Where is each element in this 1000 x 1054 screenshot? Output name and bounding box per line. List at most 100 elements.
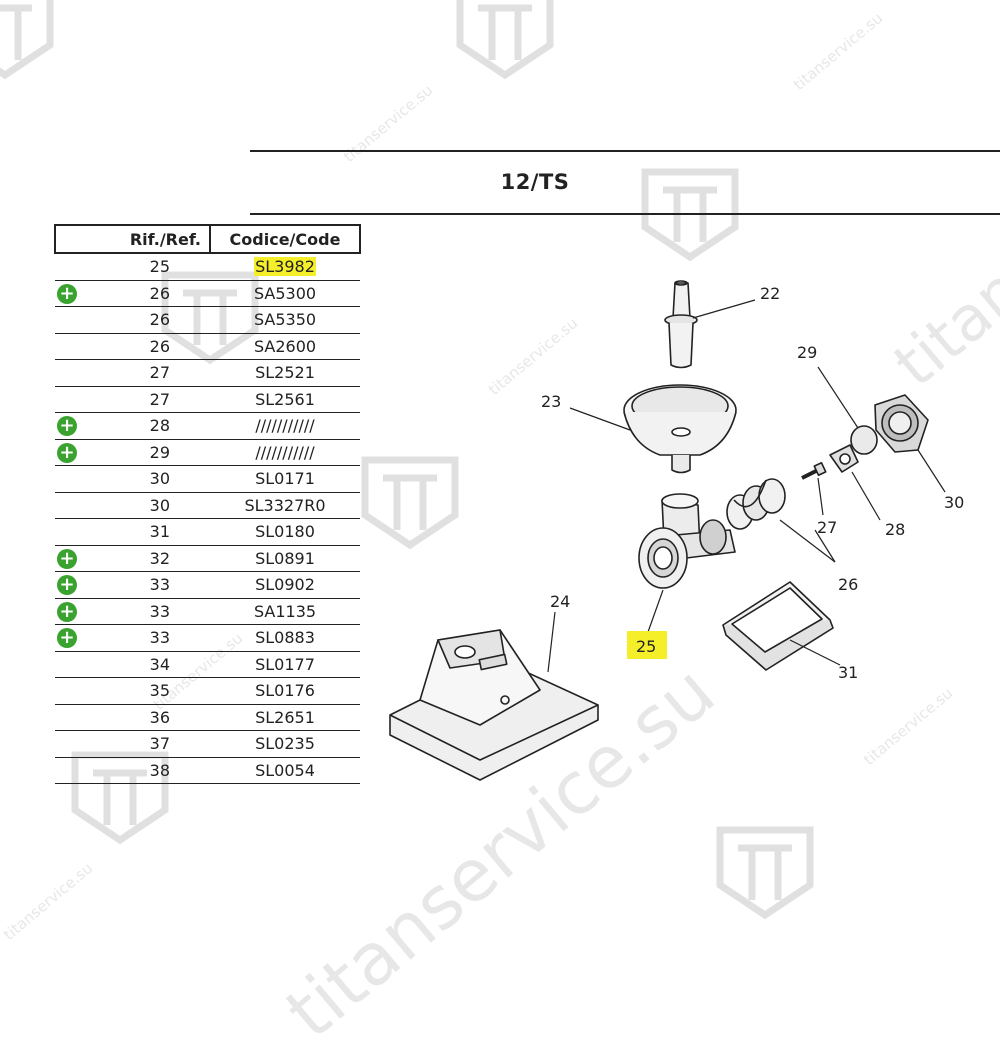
plus-circle-icon: +	[57, 416, 77, 436]
ref-value: 38	[149, 760, 170, 780]
table-row: +29 ///////////	[55, 439, 360, 466]
ref-value: 37	[149, 734, 170, 754]
part-grinder-body	[638, 493, 736, 589]
table-row: +33 SL0883	[55, 624, 360, 652]
callout-28: 28	[885, 520, 905, 539]
callout-26: 26	[838, 575, 858, 594]
part-base	[389, 629, 599, 781]
ref-cell: +33	[55, 624, 210, 652]
callout-24: 24	[550, 592, 570, 611]
code-cell: SL0883	[210, 624, 360, 652]
ref-cell: 26	[55, 306, 210, 334]
header-top-rule	[250, 150, 1000, 152]
ref-value: 31	[149, 522, 170, 542]
code-value: SA2600	[253, 336, 317, 356]
part-drip-tray	[722, 581, 834, 671]
plus-circle-icon: +	[57, 548, 77, 569]
table-row: 34 SL0177	[55, 651, 360, 678]
ref-cell: 30	[55, 492, 210, 519]
column-header-code: Codice/Code	[209, 224, 361, 254]
ref-cell: 36	[55, 704, 210, 731]
ref-value: 34	[149, 654, 170, 674]
code-value: SL0891	[255, 548, 315, 568]
callout-22: 22	[760, 284, 780, 303]
ref-value: 30	[149, 469, 170, 489]
header-bottom-rule	[250, 213, 1000, 215]
code-value: SL0883	[255, 628, 315, 648]
code-value: SA5300	[253, 283, 317, 303]
code-cell: SL3327R0	[210, 492, 360, 519]
ref-cell: 31	[55, 518, 210, 546]
ref-value: 30	[149, 495, 170, 515]
column-header-ref: Rif./Ref.	[54, 224, 211, 254]
code-value: SL0902	[255, 575, 315, 595]
code-value: SL2651	[255, 707, 315, 727]
ref-cell: 38	[55, 757, 210, 784]
code-cell: SL3982	[210, 253, 360, 281]
code-value: SL0176	[255, 681, 315, 701]
part-ring-nut	[874, 394, 929, 453]
ref-cell: +28	[55, 412, 210, 440]
plus-circle-icon: +	[57, 575, 77, 595]
code-value: SL2521	[255, 363, 315, 383]
part-pin	[801, 461, 827, 480]
code-cell: SL0176	[210, 677, 360, 705]
ref-cell: +33	[55, 598, 210, 625]
ref-value: 35	[149, 681, 170, 701]
callout-25-highlight	[627, 631, 667, 659]
table-row: 35 SL0176	[55, 677, 360, 705]
code-cell: SL0054	[210, 757, 360, 784]
code-cell: SA5300	[210, 280, 360, 307]
plus-circle-icon: +	[57, 628, 77, 648]
table-row: 31 SL0180	[55, 518, 360, 546]
callout-30: 30	[944, 493, 964, 512]
ref-value: 33	[149, 628, 170, 648]
ref-cell: 27	[55, 386, 210, 413]
ref-value: 27	[149, 363, 170, 383]
code-value: SL3982	[254, 257, 316, 277]
table-row: 38 SL0054	[55, 757, 360, 784]
table-header-row: Rif./Ref. Codice/Code	[54, 224, 361, 254]
ref-cell: 26	[55, 333, 210, 360]
ref-value: 29	[149, 442, 170, 462]
callout-25: 25	[636, 637, 656, 656]
code-cell: SL2561	[210, 386, 360, 413]
leader-lines	[547, 299, 946, 673]
code-cell: ///////////	[210, 439, 360, 466]
plus-circle-icon: +	[57, 283, 77, 304]
page-title: 12/TS	[500, 170, 570, 194]
code-value: SL0235	[255, 734, 315, 754]
code-cell: SA1135	[210, 598, 360, 625]
ref-cell: 37	[55, 730, 210, 758]
code-cell: SL2651	[210, 704, 360, 731]
table-row: 27 SL2521	[55, 359, 360, 387]
code-value: SL0180	[255, 522, 315, 542]
code-cell: SL0177	[210, 651, 360, 678]
code-value: ///////////	[255, 442, 315, 462]
part-tray	[623, 384, 737, 474]
table-row: 26 SA2600	[55, 333, 360, 360]
code-cell: SL0235	[210, 730, 360, 758]
part-knife	[829, 444, 859, 473]
callout-29: 29	[797, 343, 817, 362]
table-row: 30 SL3327R0	[55, 492, 360, 519]
code-cell: ///////////	[210, 412, 360, 440]
plus-circle-icon: +	[57, 442, 77, 463]
code-cell: SL0180	[210, 518, 360, 546]
ref-value: 36	[149, 707, 170, 727]
table-row: +28///////////	[55, 412, 360, 440]
code-cell: SL0902	[210, 571, 360, 599]
code-value: SA5350	[253, 310, 317, 330]
callout-27: 27	[817, 518, 837, 537]
ref-cell: 30	[55, 465, 210, 493]
code-cell: SA5350	[210, 306, 360, 334]
part-plate	[850, 425, 878, 455]
